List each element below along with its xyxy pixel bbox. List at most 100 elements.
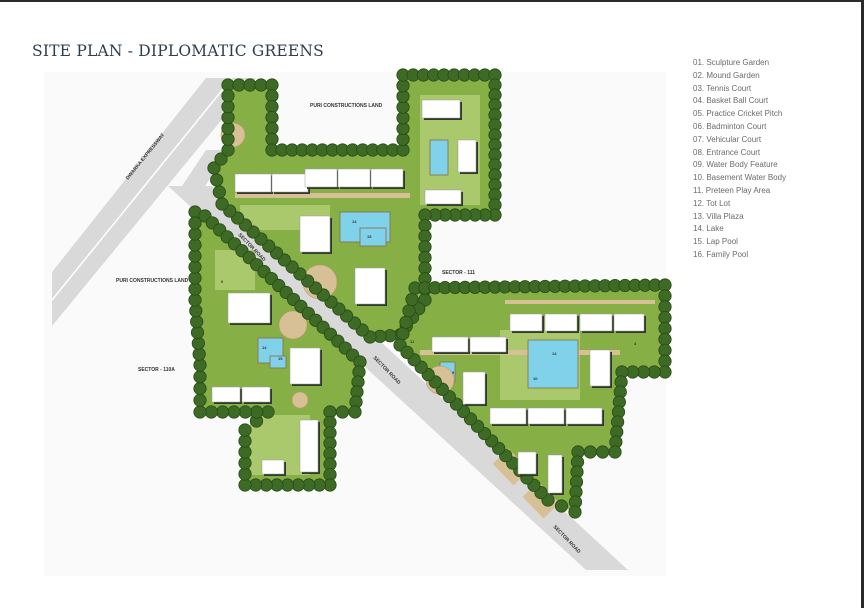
building: [337, 168, 371, 188]
legend-item: 10. Basement Water Body: [693, 173, 787, 183]
building: [613, 313, 645, 332]
legend-item: 09. Water Body Feature: [693, 160, 778, 170]
water-body: [527, 339, 579, 389]
tree: [188, 238, 202, 252]
walkway: [420, 350, 620, 355]
tree: [193, 370, 207, 384]
tree: [238, 478, 252, 492]
mark-lake-b: 14: [262, 345, 267, 350]
building: [547, 454, 563, 494]
tree: [238, 445, 252, 459]
legend-item: 04. Basket Ball Court: [693, 96, 769, 106]
building: [544, 313, 578, 332]
building: [565, 407, 603, 425]
tree: [238, 434, 252, 448]
mark-basketball: 4: [634, 341, 637, 346]
label-sector-111: SECTOR - 111: [442, 270, 475, 276]
expressway-divider: [51, 77, 233, 301]
tree: [232, 78, 246, 92]
tree: [402, 304, 416, 318]
tree: [188, 249, 202, 263]
tree: [188, 282, 202, 296]
building: [462, 371, 486, 405]
building: [289, 347, 321, 385]
tree: [335, 405, 350, 419]
tree: [188, 260, 202, 274]
right-border: [861, 0, 864, 608]
tree: [204, 405, 218, 419]
building: [304, 168, 338, 188]
tree: [238, 456, 252, 470]
building: [509, 313, 543, 332]
tree: [554, 499, 569, 513]
tree: [221, 89, 235, 103]
tree: [568, 505, 582, 519]
tree: [188, 293, 202, 307]
mark-basement-water: 10: [533, 376, 538, 381]
mark-center-lake: 14: [552, 351, 557, 356]
tree: [238, 423, 252, 437]
top-border: [0, 0, 864, 2]
building: [424, 189, 462, 205]
tree: [193, 381, 207, 396]
label-sector-110a: SECTOR - 110A: [138, 367, 175, 373]
legend-item: 16. Family Pool: [693, 249, 749, 259]
legend-item: 11. Preteen Play Area: [693, 185, 771, 195]
building: [489, 407, 527, 425]
legend-item: 03. Tennis Court: [693, 83, 752, 93]
tree: [254, 78, 268, 92]
tree: [400, 345, 414, 359]
plaza: [278, 310, 308, 340]
tree: [261, 405, 275, 419]
tree-belts: [188, 68, 672, 519]
tree: [250, 405, 264, 419]
dwarka-expressway: [52, 78, 256, 326]
water-body: [429, 139, 449, 176]
tree: [214, 152, 228, 166]
building: [421, 99, 461, 119]
legend: 01. Sculpture Garden 02. Mound Garden 03…: [693, 57, 786, 262]
legend-item: 05. Practice Cricket Pitch: [693, 109, 783, 119]
walkway: [505, 300, 655, 304]
mark-pool-a: 15: [367, 234, 372, 239]
legend-item: 06. Badminton Court: [693, 121, 767, 131]
tree: [238, 467, 252, 481]
building: [527, 407, 565, 425]
building: [579, 313, 613, 332]
building: [234, 173, 272, 193]
water-body: [359, 227, 387, 247]
tree: [399, 315, 413, 329]
legend-item: 15. Lap Pool: [693, 237, 738, 247]
legend-item: 01. Sculpture Garden: [693, 58, 770, 67]
building: [261, 459, 285, 475]
building: [589, 349, 611, 387]
building: [517, 451, 537, 475]
tree: [193, 405, 207, 419]
building: [241, 386, 271, 403]
tree: [238, 405, 252, 419]
plaza: [291, 391, 309, 409]
tree: [608, 445, 622, 459]
tree: [212, 185, 226, 199]
building: [469, 336, 507, 353]
building: [354, 267, 386, 305]
tree: [243, 78, 257, 92]
tree: [405, 292, 419, 306]
building: [271, 173, 309, 193]
tree: [596, 445, 610, 459]
buildings: [211, 99, 646, 495]
building: [211, 386, 241, 403]
legend-item: 02. Mound Garden: [693, 70, 760, 80]
tree: [188, 216, 202, 230]
tree: [396, 326, 410, 341]
label-puri-north: PURI CONSTRUCTIONS LAND: [310, 103, 383, 109]
building: [299, 215, 331, 253]
building: [227, 292, 271, 324]
mark-lake-a: 14: [352, 219, 357, 224]
page-title: SITE PLAN - DIPLOMATIC GREENS: [32, 42, 324, 60]
tree: [215, 197, 229, 211]
tree: [188, 271, 202, 285]
tree: [216, 405, 230, 419]
tree: [193, 393, 207, 407]
